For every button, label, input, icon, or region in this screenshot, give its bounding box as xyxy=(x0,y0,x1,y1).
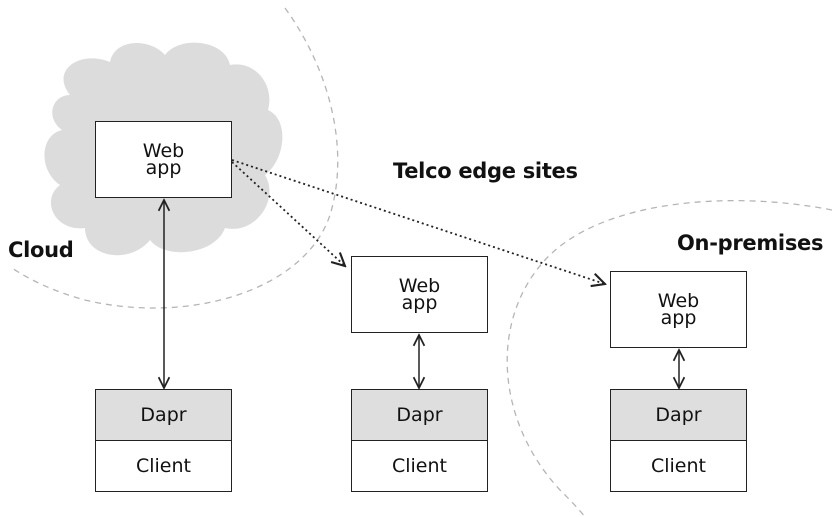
client-label: Client xyxy=(135,454,191,477)
webapp-label: Web app xyxy=(398,274,441,314)
region-label-cloud: Cloud xyxy=(8,238,74,262)
dapr-label: Dapr xyxy=(352,390,487,441)
cloud-dapr-client-stack: Dapr Client xyxy=(95,389,232,492)
cloud-region-boundary xyxy=(11,7,339,309)
client-label: Client xyxy=(391,454,447,477)
onprem-dapr-client-stack: Dapr Client xyxy=(610,389,747,492)
connector-cloud-to-onprem xyxy=(231,159,605,284)
telco-dapr-client-stack: Dapr Client xyxy=(351,389,488,492)
webapp-label: Web app xyxy=(142,139,185,179)
region-label-onprem: On-premises xyxy=(677,231,824,255)
dapr-label: Dapr xyxy=(96,390,231,441)
dapr-label: Dapr xyxy=(611,390,746,441)
telco-webapp-node: Web app xyxy=(351,256,488,333)
region-label-telco: Telco edge sites xyxy=(393,159,578,183)
cloud-webapp-node: Web app xyxy=(95,121,232,198)
client-label: Client xyxy=(650,454,706,477)
webapp-label: Web app xyxy=(657,289,700,329)
connector-cloud-to-telco xyxy=(231,161,345,266)
onprem-webapp-node: Web app xyxy=(610,271,747,348)
